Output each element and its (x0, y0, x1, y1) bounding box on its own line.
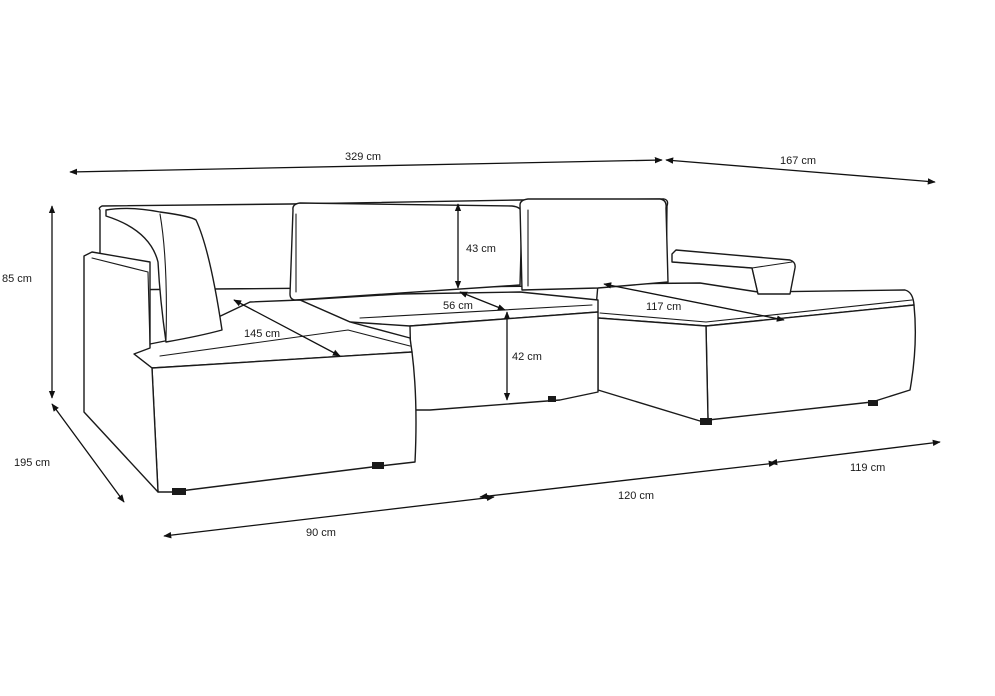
dim-line-329 (69, 156, 663, 176)
sofa-illustration (83, 198, 917, 495)
dim-label-height: 85 cm (2, 273, 32, 285)
dim-label-back-cushion-height: 43 cm (466, 243, 496, 255)
dim-line-119 (769, 439, 941, 466)
middle-seat-front (409, 311, 599, 411)
dim-label-right-chaise-length: 117 cm (646, 301, 681, 313)
left-side-panel (83, 251, 159, 493)
dim-label-chaise-depth: 167 cm (780, 155, 816, 167)
right-back-cushion (519, 198, 669, 291)
leg (372, 462, 384, 469)
right-chaise-side (597, 317, 709, 422)
leg (548, 396, 556, 402)
dim-line-167 (665, 157, 936, 185)
dim-line-120 (479, 460, 777, 500)
leg (868, 400, 878, 406)
left-chaise-front (151, 351, 417, 493)
dim-label-left-chaise-length: 145 cm (244, 328, 280, 340)
dim-label-left-module-width: 90 cm (306, 527, 336, 539)
dim-label-total-width: 329 cm (345, 151, 381, 163)
throw-pillow (105, 207, 223, 343)
dim-label-middle-module-width: 120 cm (618, 490, 654, 502)
dim-line-90 (163, 494, 495, 539)
dim-line-56 (459, 291, 506, 311)
dimension-labels: 329 cm 167 cm 85 cm 195 cm 90 cm 120 cm … (2, 151, 885, 539)
leg (700, 418, 712, 425)
dim-label-left-depth: 195 cm (14, 457, 50, 469)
dim-line-117 (603, 282, 785, 322)
dimension-lines (48, 156, 941, 539)
dim-label-right-module-width: 119 cm (850, 462, 885, 474)
dim-line-145 (233, 299, 341, 357)
right-chaise-front (705, 304, 917, 421)
dim-line-195 (51, 403, 125, 503)
leg (172, 488, 186, 495)
dim-label-seat-depth: 56 cm (443, 300, 473, 312)
dim-label-seat-height: 42 cm (512, 351, 542, 363)
